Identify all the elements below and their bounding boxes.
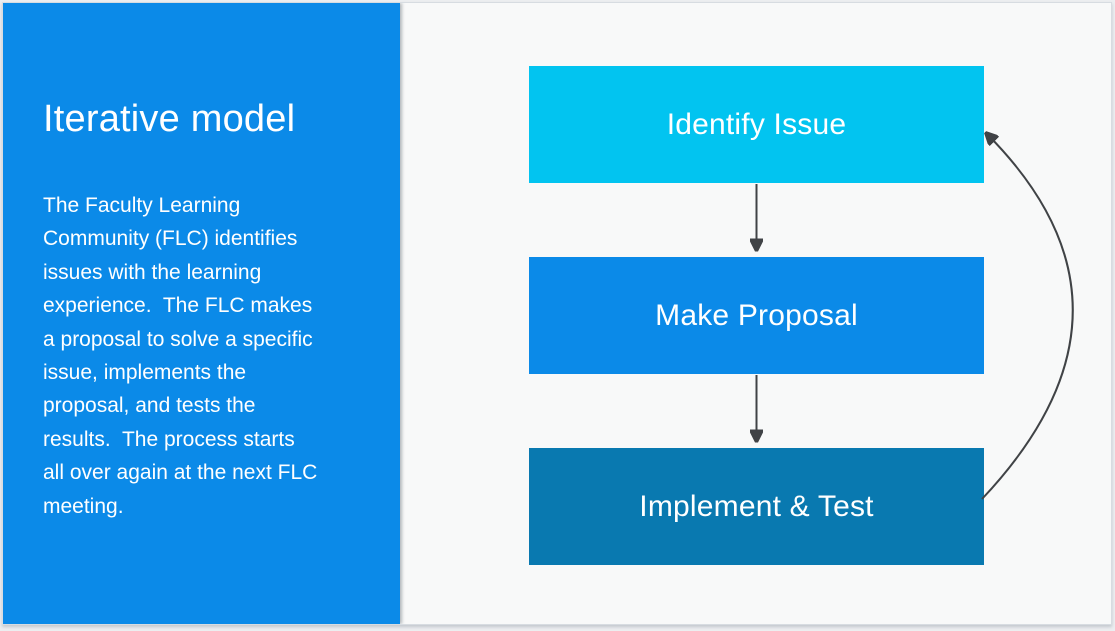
flow-node-label: Identify Issue <box>666 107 847 141</box>
flow-node-identify-issue: Identify Issue <box>529 66 984 183</box>
flow-node-label: Implement & Test <box>639 489 874 523</box>
slide-body-text: The Faculty Learning Community (FLC) ide… <box>43 194 318 518</box>
left-text-panel: Iterative model The Faculty Learning Com… <box>3 3 400 624</box>
flow-node-label: Make Proposal <box>655 298 858 332</box>
arrow-implement-loop-to-identify <box>981 134 1074 500</box>
flow-node-make-proposal: Make Proposal <box>529 257 984 374</box>
slide-title: Iterative model <box>43 98 296 140</box>
flow-node-implement-test: Implement & Test <box>529 448 984 565</box>
